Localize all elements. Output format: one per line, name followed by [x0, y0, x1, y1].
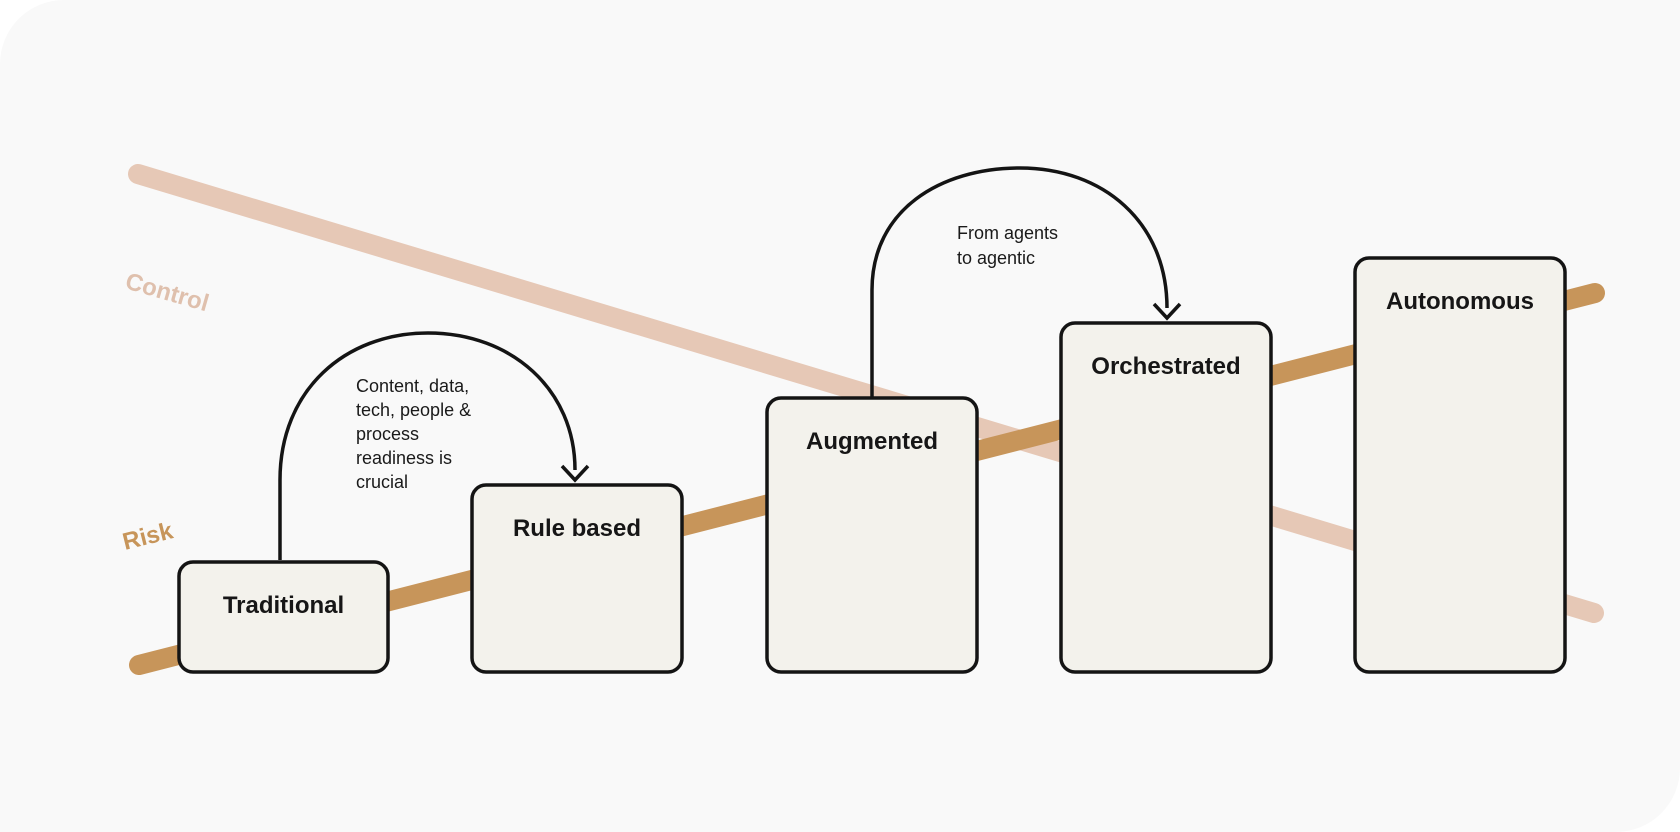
- arrowhead-icon: [1152, 302, 1182, 321]
- transition-note-readiness: Content, data, tech, people & process re…: [356, 376, 476, 492]
- transition-note-agentic: From agents to agentic: [957, 223, 1063, 268]
- stage-orchestrated: Orchestrated: [1059, 321, 1273, 674]
- stage-box: [470, 483, 684, 674]
- stage-label: Traditional: [223, 592, 344, 619]
- stage-box: [765, 396, 979, 674]
- stage-label: Autonomous: [1386, 288, 1534, 315]
- stage-augmented: Augmented: [765, 396, 979, 674]
- transition-arrow-traditional-to-rule-based: [278, 331, 577, 560]
- risk-axis-label: Risk: [120, 517, 176, 556]
- stage-label: Augmented: [806, 428, 938, 455]
- stage-box: [1353, 256, 1567, 674]
- arrowhead-icon: [560, 464, 590, 483]
- stage-rule-based: Rule based: [470, 483, 684, 674]
- control-axis-label: Control: [122, 268, 211, 317]
- stage-label: Orchestrated: [1091, 353, 1240, 380]
- stage-box: [177, 560, 390, 674]
- transition-arrow-augmented-to-orchestrated: [870, 166, 1169, 397]
- stage-traditional: Traditional: [177, 560, 390, 674]
- stage-autonomous: Autonomous: [1353, 256, 1567, 674]
- stage-label: Rule based: [513, 515, 641, 542]
- control-trend-line: [128, 164, 1604, 623]
- stage-box: [1059, 321, 1273, 674]
